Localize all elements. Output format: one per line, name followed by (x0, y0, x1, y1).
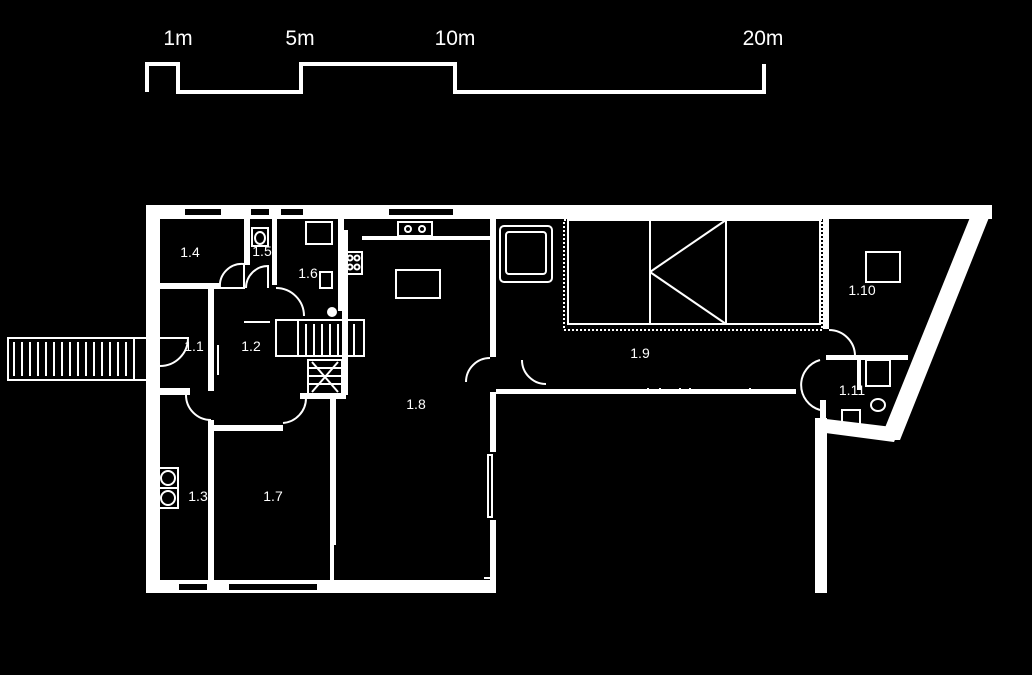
window-1-4 (183, 207, 223, 217)
room-label-1-10: 1.10 (848, 282, 875, 298)
interior-stair-upper (275, 319, 365, 357)
wall-1-8-right-b (490, 392, 496, 452)
stair-outline (7, 337, 135, 381)
wall-right-cap (976, 205, 992, 219)
stair-treads (13, 342, 127, 376)
interior-walls (146, 219, 908, 593)
doors (159, 262, 856, 424)
kitchen-island (395, 269, 441, 299)
sink-1-11 (841, 409, 861, 425)
toilet-1-11-icon (870, 398, 886, 412)
door-1-2-1-4 (218, 262, 245, 289)
room-label-1-5: 1.5 (252, 243, 272, 259)
door-1-2-1-5 (245, 264, 269, 289)
wall-1-5-right (272, 219, 277, 285)
door-1-11 (800, 359, 821, 411)
scale-label-10m: 10m (435, 27, 476, 50)
sink-drain-icon-2 (418, 225, 426, 233)
wall-1-11-inner (857, 360, 861, 390)
wall-1-8-top (362, 236, 492, 240)
utility-1-6 (319, 271, 333, 289)
pool-stair-line-2 (649, 271, 727, 325)
hot-tub-inner (505, 231, 547, 275)
wall-1-6-right (338, 219, 344, 311)
wall-right-stub (815, 418, 827, 593)
pool (567, 219, 821, 325)
door-1-1 (159, 337, 190, 367)
scale-label-5m: 5m (285, 27, 314, 50)
fixtures (157, 219, 901, 579)
wall-1-3-right (208, 420, 214, 580)
wall-1-4-bottom (160, 283, 220, 289)
wall-1-7-right-b (330, 545, 334, 580)
room-label-1-8: 1.8 (406, 396, 426, 412)
room-label-1-2: 1.2 (241, 338, 261, 354)
kitchen-sink (397, 221, 433, 237)
room-label-1-6: 1.6 (298, 265, 318, 281)
room-label-1-7: 1.7 (263, 488, 283, 504)
wall-1-11-top (826, 355, 908, 360)
window-1-8 (387, 207, 455, 217)
wall-right-block-bottom (818, 418, 900, 442)
sink-drain-icon (404, 225, 412, 233)
scale-label-1m: 1m (163, 27, 192, 50)
sliding-door-1-8 (487, 454, 493, 518)
entrance-stairs (7, 337, 146, 381)
wall-1-11-left (820, 400, 826, 430)
toilet-bowl-icon (254, 231, 266, 245)
door-1-7 (282, 397, 308, 424)
door-1-6 (275, 287, 305, 317)
door-1-3 (185, 394, 212, 421)
window-1-7 (227, 582, 319, 592)
wall-1-7-right (330, 395, 336, 545)
shower-1-11 (865, 359, 891, 387)
table-1-10 (865, 251, 901, 283)
room-label-1-1: 1.1 (184, 338, 204, 354)
drain-icon (327, 307, 337, 317)
window-1-3 (177, 582, 209, 592)
wall-1-9-bottom (496, 389, 796, 394)
wall-1-8-right-c (490, 520, 496, 593)
door-1-10 (828, 329, 856, 357)
interior-stairs (275, 319, 365, 395)
door-1-9-west (521, 359, 547, 385)
wall-1-4-right (244, 219, 250, 265)
wall-slanted-right (880, 205, 992, 440)
room-label-1-9: 1.9 (630, 345, 650, 361)
stove (343, 251, 363, 275)
window-1-5 (249, 207, 271, 217)
dryer (157, 487, 179, 509)
scale-bar-line (145, 62, 766, 94)
wall-1-8-left (342, 230, 348, 395)
pool-outer (563, 219, 823, 331)
hot-tub (499, 225, 553, 283)
scale-bar: 1m 5m 10m 20m (145, 27, 784, 94)
wall-left (146, 205, 160, 593)
fridge (305, 221, 333, 245)
room-labels: 1.1 1.2 1.3 1.4 1.5 1.6 1.7 1.8 1.9 1.10… (180, 243, 876, 504)
wall-top (146, 205, 992, 219)
door-1-8-east (465, 357, 491, 383)
window-1-6 (279, 207, 305, 217)
wall-1-2-bottom-left (160, 388, 190, 395)
room-label-1-11: 1.11 (839, 382, 865, 398)
wall-1-2-bottom-right (300, 393, 346, 399)
wall-entry-left-a (146, 322, 160, 382)
wall-1-10-left (823, 219, 829, 329)
wall-1-1-right (208, 283, 214, 391)
windows (177, 207, 455, 592)
wall-1-8-right-a (490, 219, 496, 357)
pool-stair-line-1 (649, 219, 727, 273)
wall-1-7-top (208, 425, 283, 431)
room-label-1-4: 1.4 (180, 244, 200, 260)
scale-label-20m: 20m (743, 27, 784, 50)
room-label-1-3: 1.3 (188, 488, 208, 504)
toilet-1-5 (251, 227, 269, 247)
